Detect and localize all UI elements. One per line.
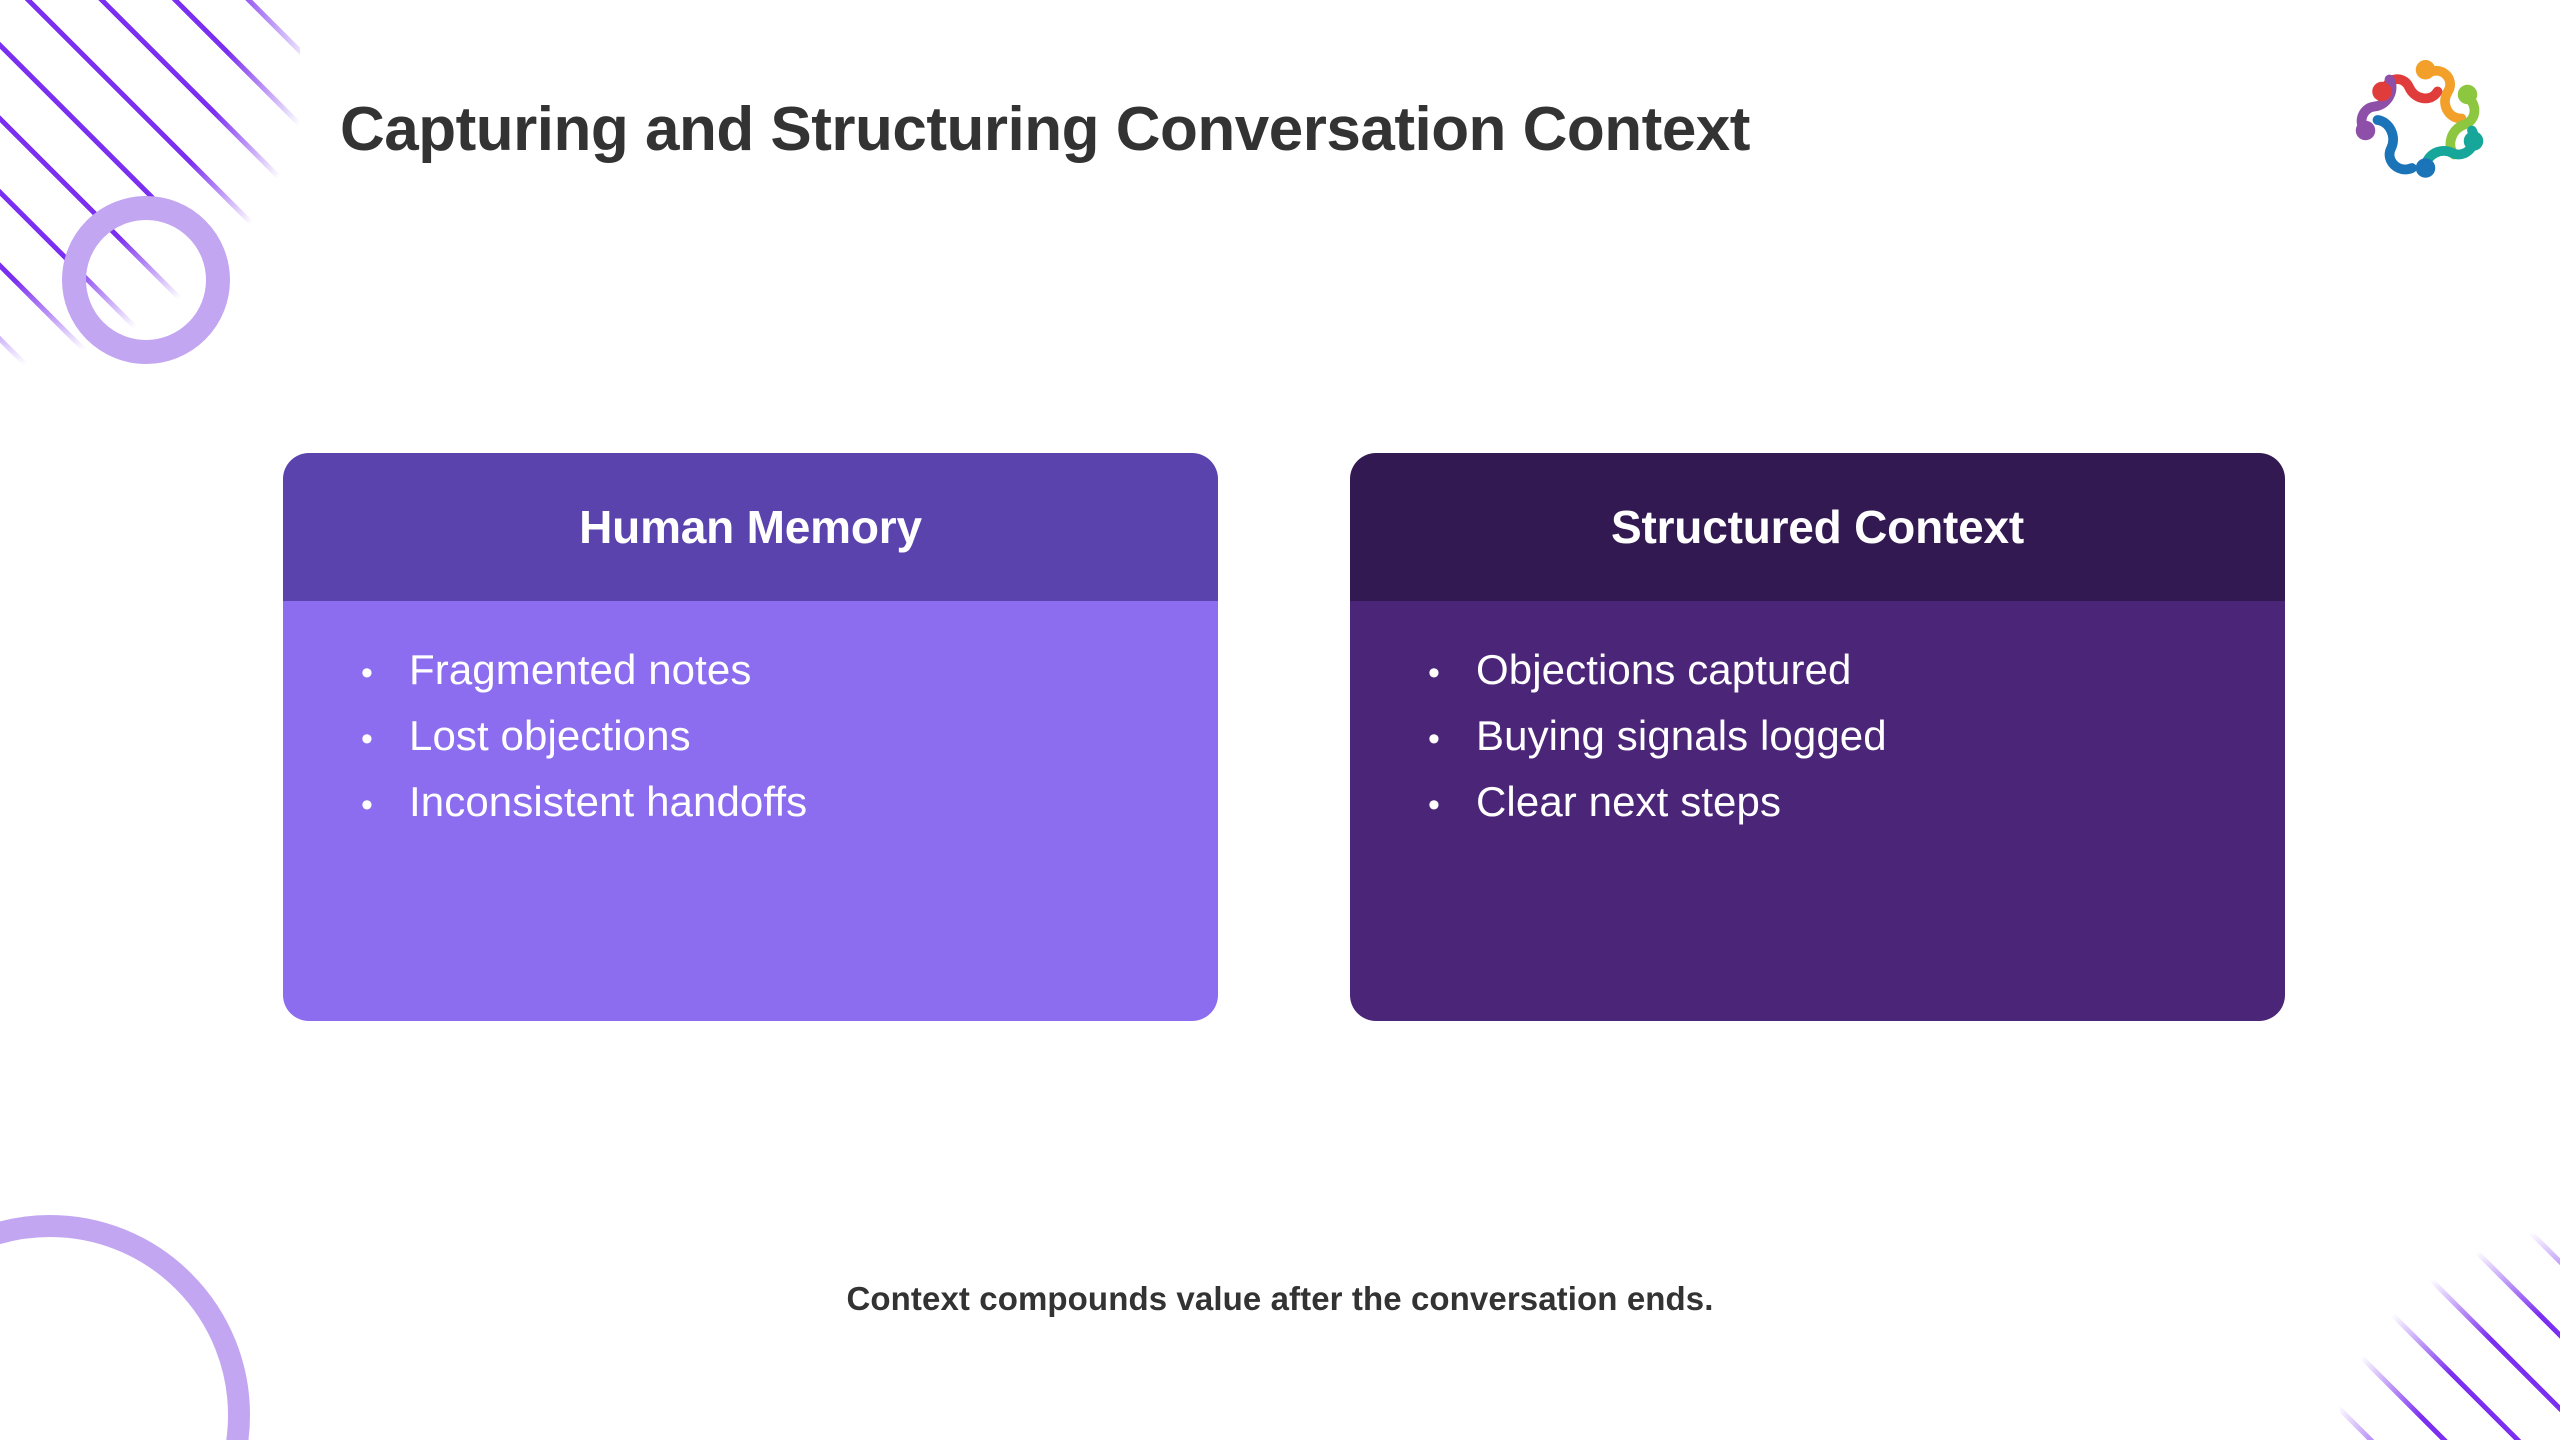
list-item: • Lost objections bbox=[361, 715, 1218, 757]
bullet-dot-icon: • bbox=[1428, 654, 1441, 692]
diagonal-stripes-decoration-top-left bbox=[0, 0, 300, 370]
list-item: • Objections captured bbox=[1428, 649, 2285, 691]
list-item-label: Buying signals logged bbox=[1476, 712, 1887, 759]
bullet-dot-icon: • bbox=[361, 654, 374, 692]
diagonal-stripes-decoration-bottom-right bbox=[2340, 1230, 2560, 1440]
list-item-label: Objections captured bbox=[1476, 646, 1852, 693]
card-header-structured-context: Structured Context bbox=[1350, 453, 2285, 601]
list-item: • Clear next steps bbox=[1428, 781, 2285, 823]
bullet-dot-icon: • bbox=[361, 786, 374, 824]
list-item: • Buying signals logged bbox=[1428, 715, 2285, 757]
bullet-dot-icon: • bbox=[1428, 786, 1441, 824]
slide-footer-text: Context compounds value after the conver… bbox=[846, 1280, 1714, 1317]
list-item-label: Inconsistent handoffs bbox=[409, 778, 808, 825]
bullet-list-structured-context: • Objections captured • Buying signals l… bbox=[1428, 649, 2285, 823]
ring-decoration-bottom-left bbox=[0, 1215, 250, 1440]
ring-decoration-top-left bbox=[62, 196, 230, 364]
list-item: • Inconsistent handoffs bbox=[361, 781, 1218, 823]
list-item-label: Fragmented notes bbox=[409, 646, 752, 693]
list-item: • Fragmented notes bbox=[361, 649, 1218, 691]
bullet-dot-icon: • bbox=[361, 720, 374, 758]
list-item-label: Clear next steps bbox=[1476, 778, 1782, 825]
card-header-human-memory: Human Memory bbox=[283, 453, 1218, 601]
page-title: Capturing and Structuring Conversation C… bbox=[340, 95, 1750, 164]
bullet-list-human-memory: • Fragmented notes • Lost objections • I… bbox=[361, 649, 1218, 823]
card-title-human-memory: Human Memory bbox=[579, 501, 922, 553]
card-structured-context: Structured Context • Objections captured… bbox=[1350, 453, 2285, 1021]
card-body-human-memory: • Fragmented notes • Lost objections • I… bbox=[283, 601, 1218, 1021]
card-title-structured-context: Structured Context bbox=[1611, 501, 2024, 553]
list-item-label: Lost objections bbox=[409, 712, 691, 759]
card-body-structured-context: • Objections captured • Buying signals l… bbox=[1350, 601, 2285, 1021]
bullet-dot-icon: • bbox=[1428, 720, 1441, 758]
community-people-circle-logo bbox=[2343, 48, 2493, 183]
card-human-memory: Human Memory • Fragmented notes • Lost o… bbox=[283, 453, 1218, 1021]
